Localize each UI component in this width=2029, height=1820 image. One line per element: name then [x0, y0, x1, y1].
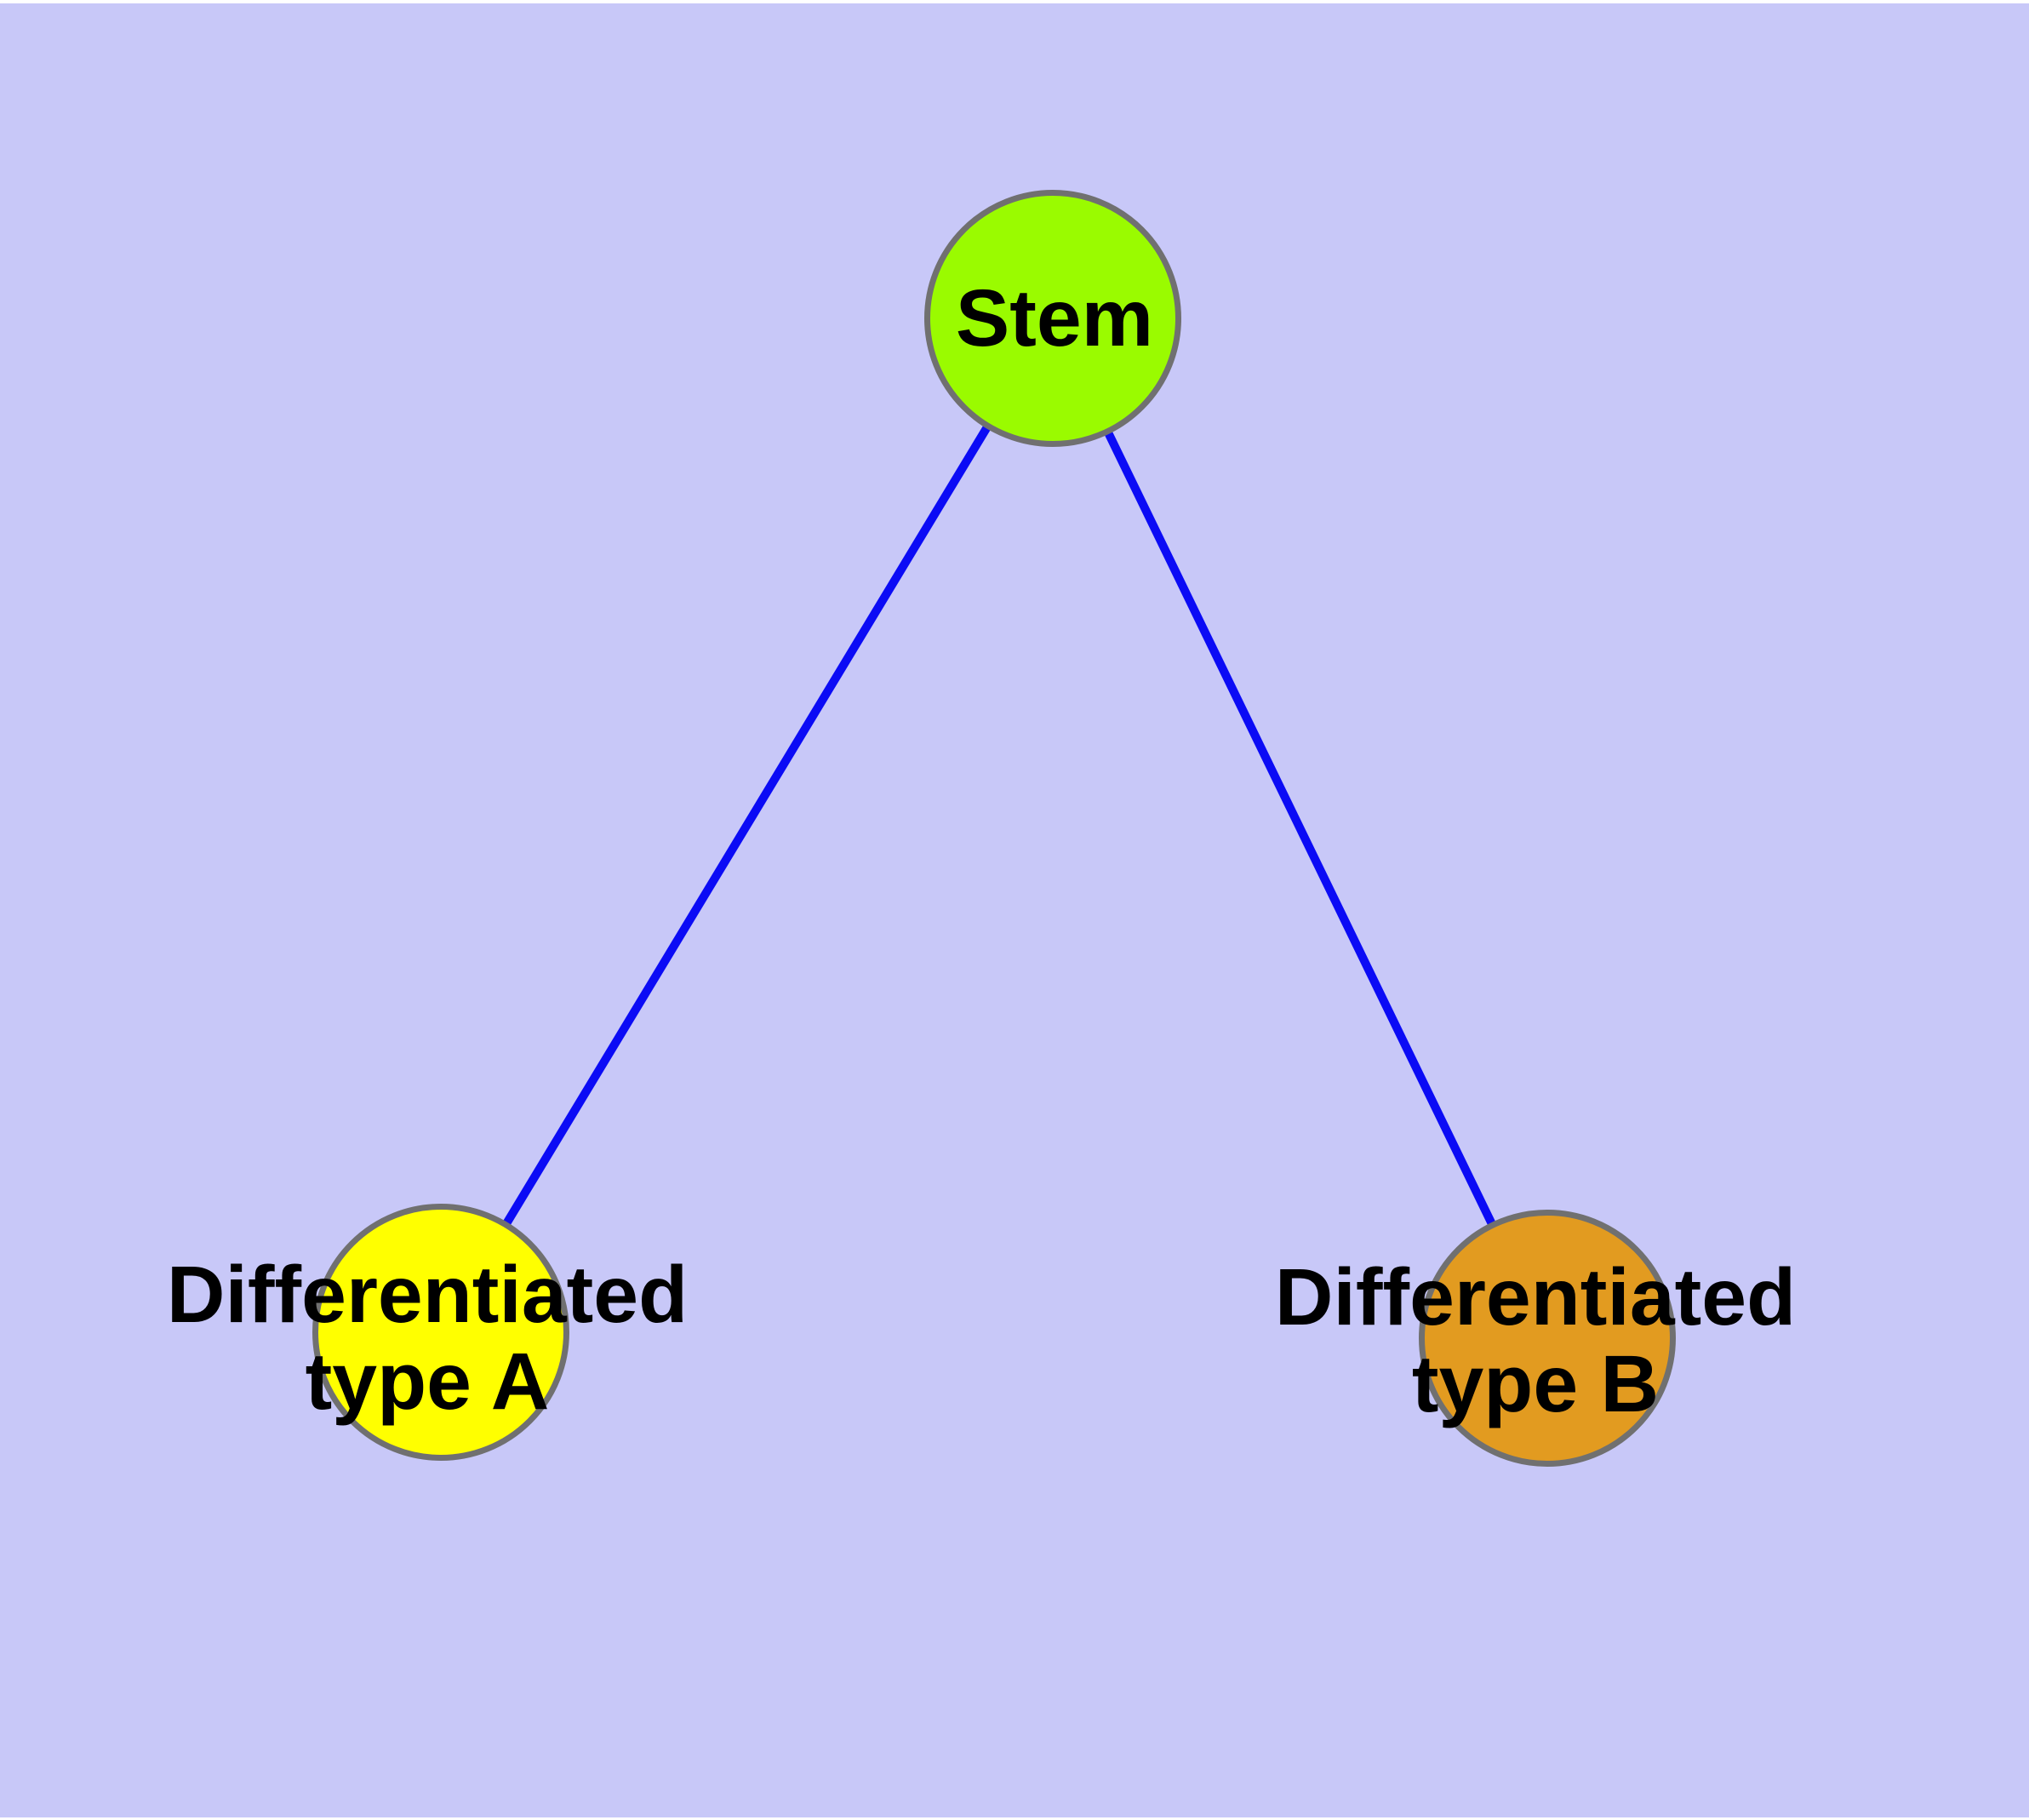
edge-stem-to-type-b [1049, 316, 1552, 1341]
node-differentiated-type-b-label: Differentiated type B [1275, 1254, 1796, 1428]
node-differentiated-type-a-circle [312, 1204, 569, 1461]
node-stem-circle [924, 190, 1181, 447]
node-differentiated-type-a-label-line2: type A [305, 1336, 550, 1427]
node-differentiated-type-a-label-line1: Differentiated [166, 1250, 689, 1340]
edge-stem-to-type-a [437, 316, 1057, 1335]
node-differentiated-type-b-circle [1419, 1210, 1676, 1467]
node-stem-label: Stem [955, 273, 1154, 363]
node-differentiated-type-a-label: Differentiated type A [167, 1251, 688, 1425]
node-differentiated-type-b-label-line1: Differentiated [1274, 1252, 1797, 1342]
node-differentiated-type-b-label-line2: type B [1411, 1339, 1660, 1429]
